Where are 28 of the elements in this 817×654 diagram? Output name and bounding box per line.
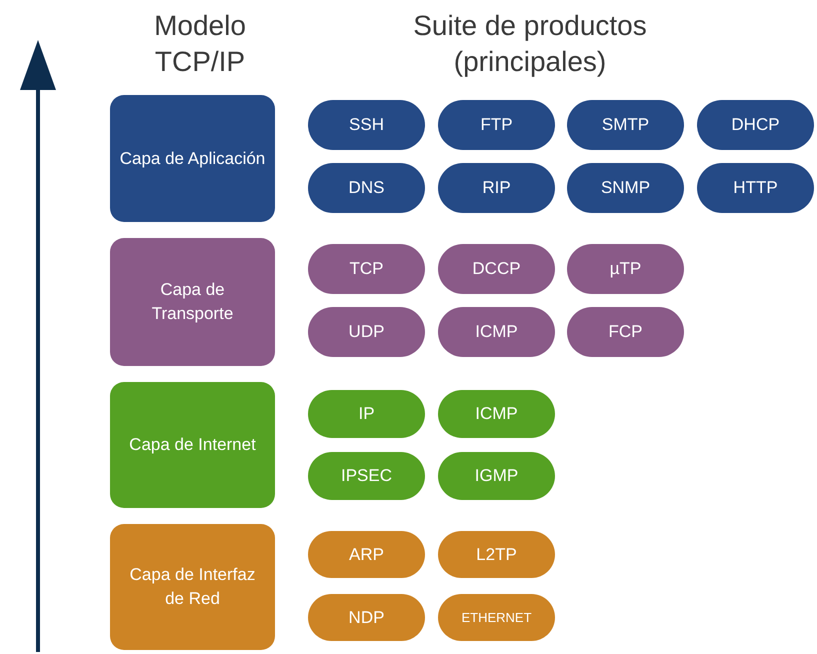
protocol-pill: FCP	[567, 307, 684, 357]
layer-box: Capa de Interfaz de Red	[110, 524, 275, 650]
protocol-pill: HTTP	[697, 163, 814, 213]
protocol-pill: IGMP	[438, 452, 555, 500]
protocol-pill: SNMP	[567, 163, 684, 213]
protocol-pill: UDP	[308, 307, 425, 357]
layer-box: Capa de Internet	[110, 382, 275, 508]
protocol-pill: IP	[308, 390, 425, 438]
protocol-pill: DCCP	[438, 244, 555, 294]
protocol-pill: ARP	[308, 531, 425, 578]
protocol-pill: SMTP	[567, 100, 684, 150]
column-heading: Suite de productos (principales)	[412, 9, 648, 79]
protocol-pill: DNS	[308, 163, 425, 213]
protocol-pill: NDP	[308, 594, 425, 641]
protocol-pill: FTP	[438, 100, 555, 150]
protocol-pill: µTP	[567, 244, 684, 294]
protocol-pill: RIP	[438, 163, 555, 213]
protocol-pill: IPSEC	[308, 452, 425, 500]
protocol-pill: L2TP	[438, 531, 555, 578]
protocol-pill: ICMP	[438, 307, 555, 357]
protocol-pill: ICMP	[438, 390, 555, 438]
column-heading: Modelo TCP/IP	[153, 9, 247, 79]
protocol-pill: DHCP	[697, 100, 814, 150]
layer-box: Capa de Aplicación	[110, 95, 275, 222]
protocol-pill: SSH	[308, 100, 425, 150]
layer-box: Capa de Transporte	[110, 238, 275, 366]
protocol-pill: TCP	[308, 244, 425, 294]
protocol-pill: ETHERNET	[438, 594, 555, 641]
